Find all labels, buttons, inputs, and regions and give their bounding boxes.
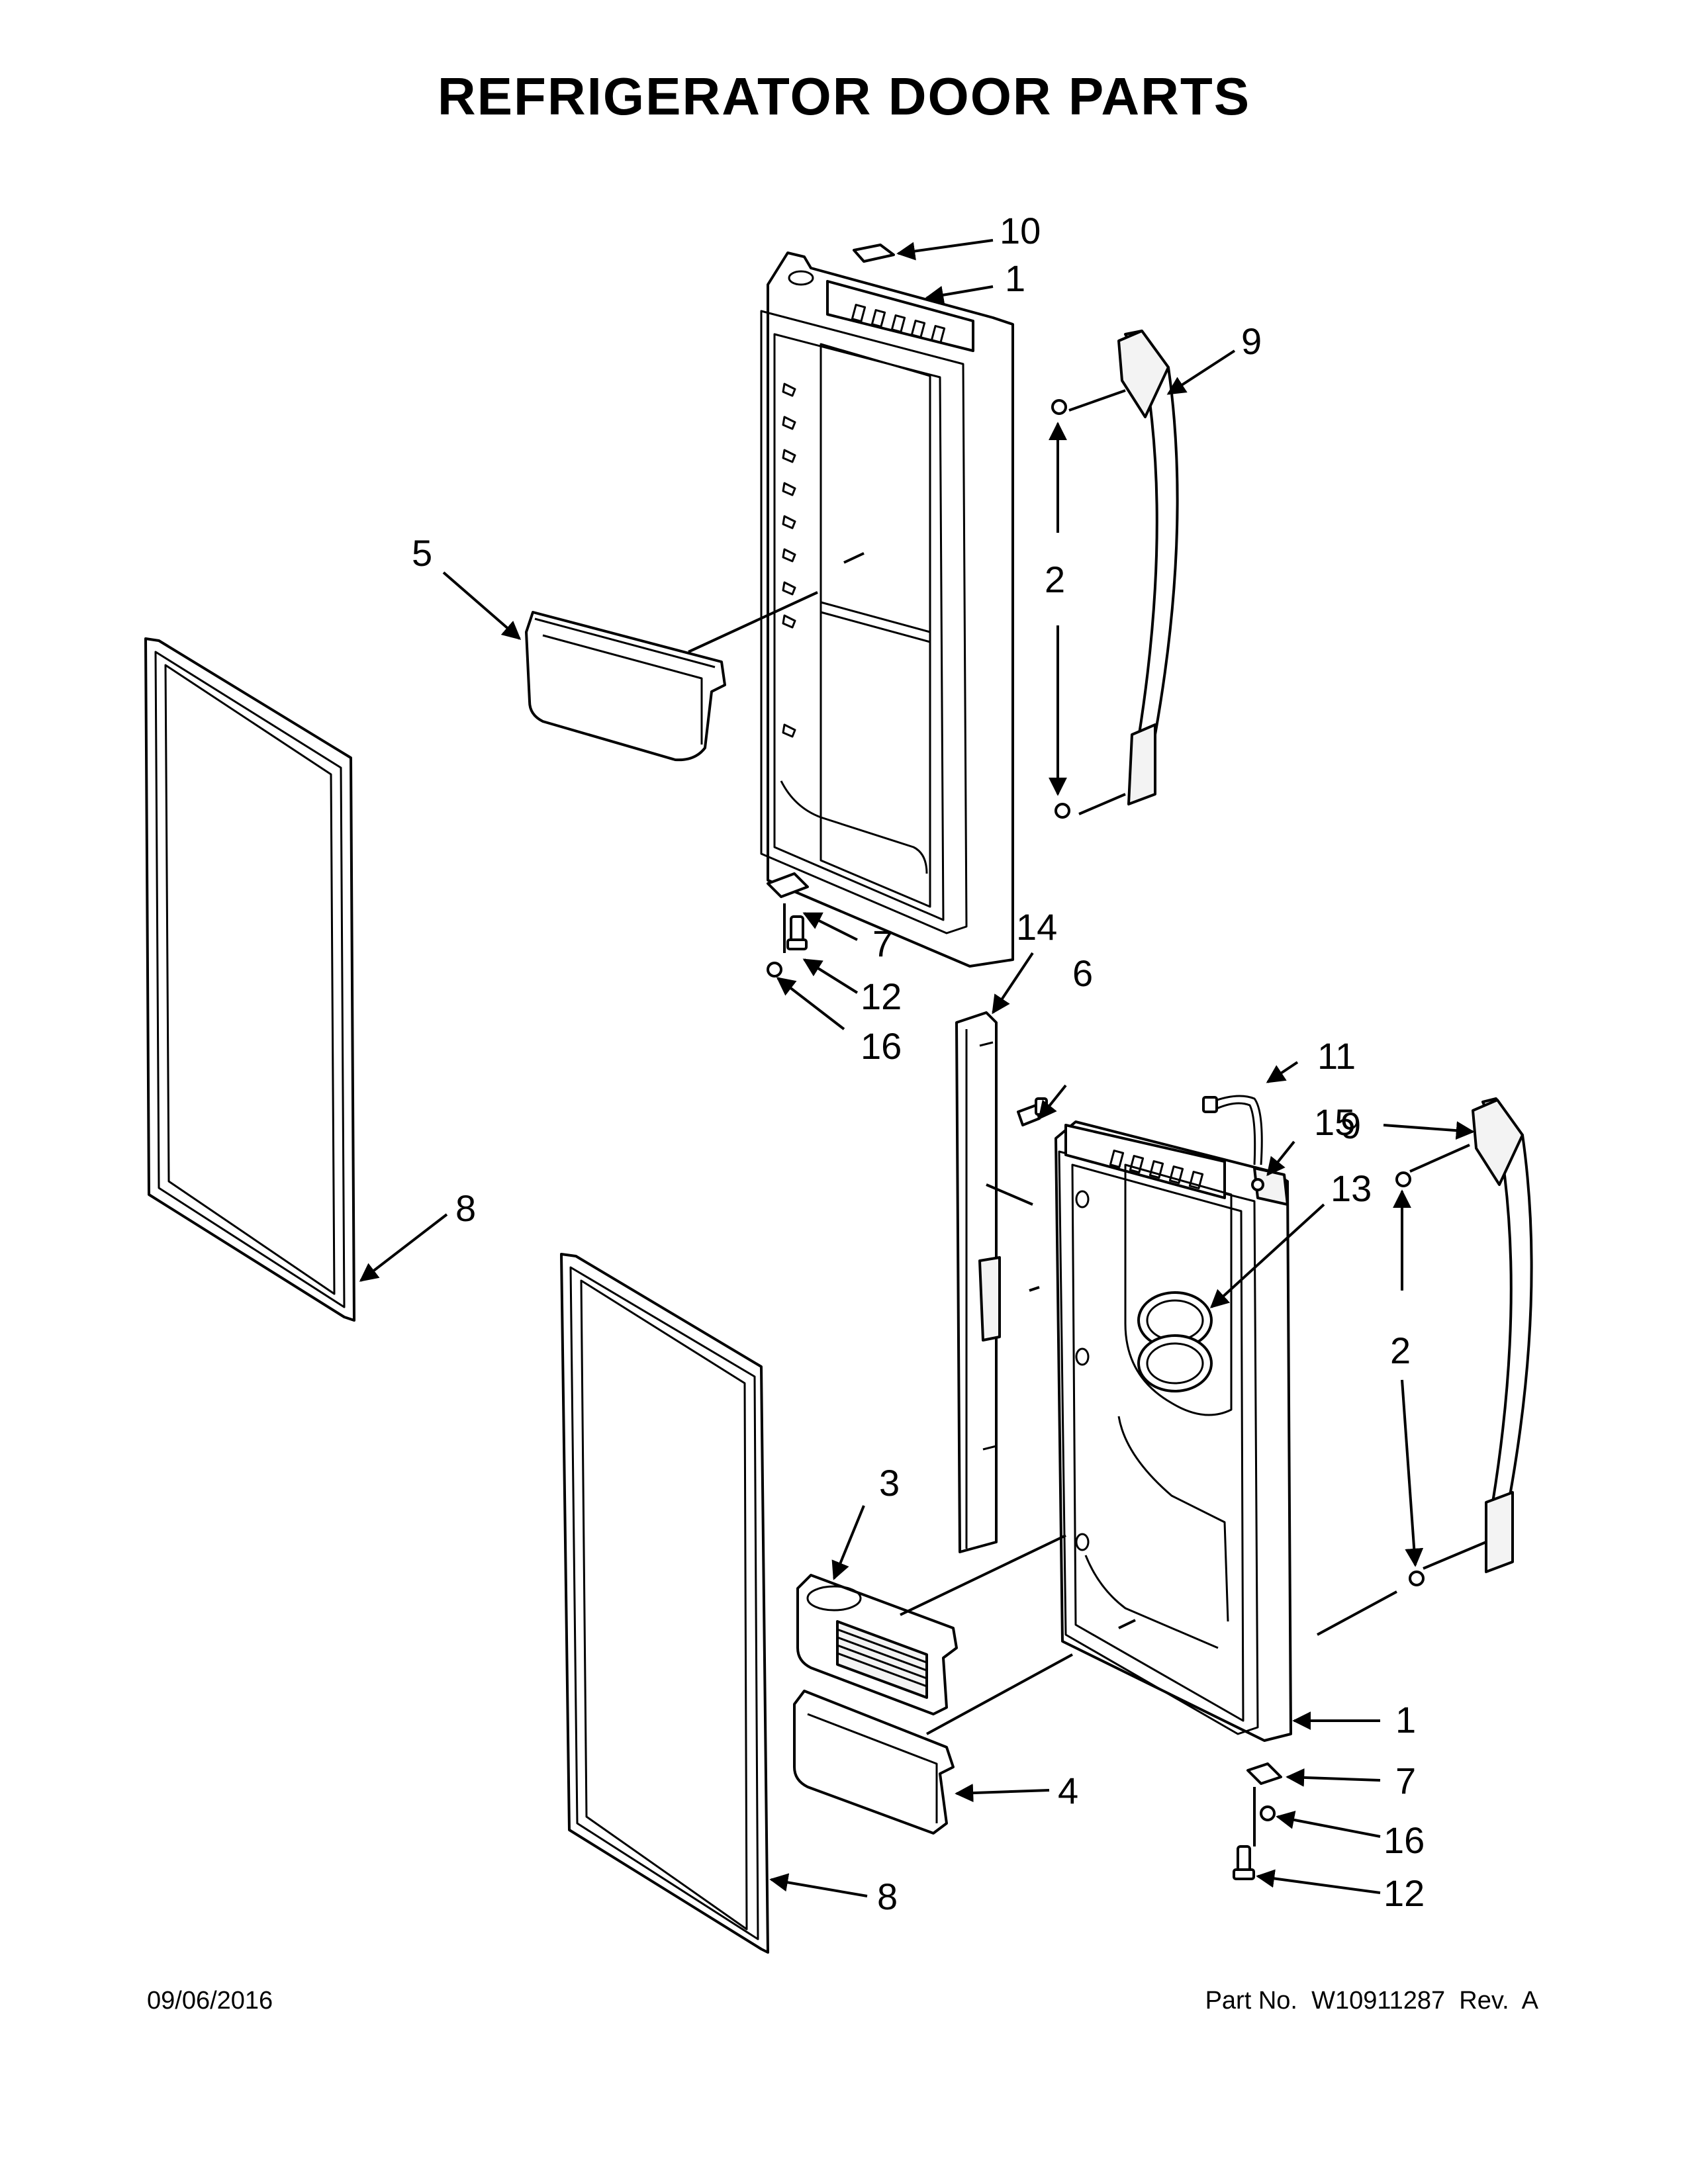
callout-11: 11	[1317, 1035, 1356, 1077]
callout-labels: 10 1 9 2 5 7 12 16 14 6 8 11 15 9 13 2 3…	[412, 210, 1425, 1917]
callout-15: 15	[1314, 1101, 1355, 1143]
callout-2-bottom: 2	[1390, 1330, 1411, 1371]
callout-1-top: 1	[1005, 257, 1025, 299]
callout-12-bottom: 12	[1383, 1872, 1425, 1914]
water-tube-11	[1202, 1095, 1263, 1165]
callout-6: 6	[1072, 952, 1093, 994]
callout-4: 4	[1058, 1770, 1078, 1811]
door-gasket-lower-8	[560, 1253, 769, 1954]
left-door-liner	[760, 251, 1014, 968]
door-bin-4	[793, 1690, 955, 1835]
callout-14: 14	[1016, 906, 1057, 948]
callout-12-top: 12	[861, 976, 902, 1017]
door-handle-upper-9	[1051, 330, 1179, 819]
hinge-hardware-upper	[767, 872, 809, 978]
flipper-mullion-14	[955, 1011, 1001, 1553]
door-bin-3	[796, 1574, 958, 1715]
footer-part-number: Part No. W10911287 Rev. A	[1205, 1987, 1538, 2015]
callout-9-bottom: 9	[1340, 1105, 1361, 1146]
ice-chute-seal-13	[1137, 1291, 1213, 1392]
callout-7-bottom: 7	[1395, 1760, 1416, 1801]
callout-7-top: 7	[872, 923, 893, 964]
fitting-15	[1251, 1178, 1264, 1191]
callout-1-bottom: 1	[1395, 1699, 1416, 1741]
right-door-liner	[1055, 1120, 1292, 1742]
callout-16-bottom: 16	[1383, 1819, 1425, 1861]
callout-8-bottom: 8	[877, 1876, 898, 1917]
callout-9-top: 9	[1241, 320, 1262, 362]
footer-date: 09/06/2016	[147, 1987, 273, 2015]
callout-3: 3	[879, 1462, 900, 1504]
hinge-cover-10	[853, 244, 895, 263]
hinge-pin-6	[1017, 1097, 1048, 1126]
callout-10: 10	[1000, 210, 1041, 251]
callout-2-top: 2	[1045, 559, 1065, 600]
door-bin-5	[525, 611, 726, 762]
hinge-hardware-lower	[1233, 1762, 1282, 1880]
callout-13: 13	[1331, 1167, 1372, 1209]
assembly-lines	[688, 389, 1487, 1846]
callout-16-top: 16	[861, 1025, 902, 1067]
leader-arrows	[359, 239, 1475, 1897]
door-handle-lower-9	[1395, 1097, 1533, 1586]
callout-5: 5	[412, 532, 432, 574]
door-gasket-upper-8	[144, 637, 355, 1322]
page-title: REFRIGERATOR DOOR PARTS	[437, 67, 1251, 126]
callout-8-top: 8	[455, 1187, 476, 1229]
